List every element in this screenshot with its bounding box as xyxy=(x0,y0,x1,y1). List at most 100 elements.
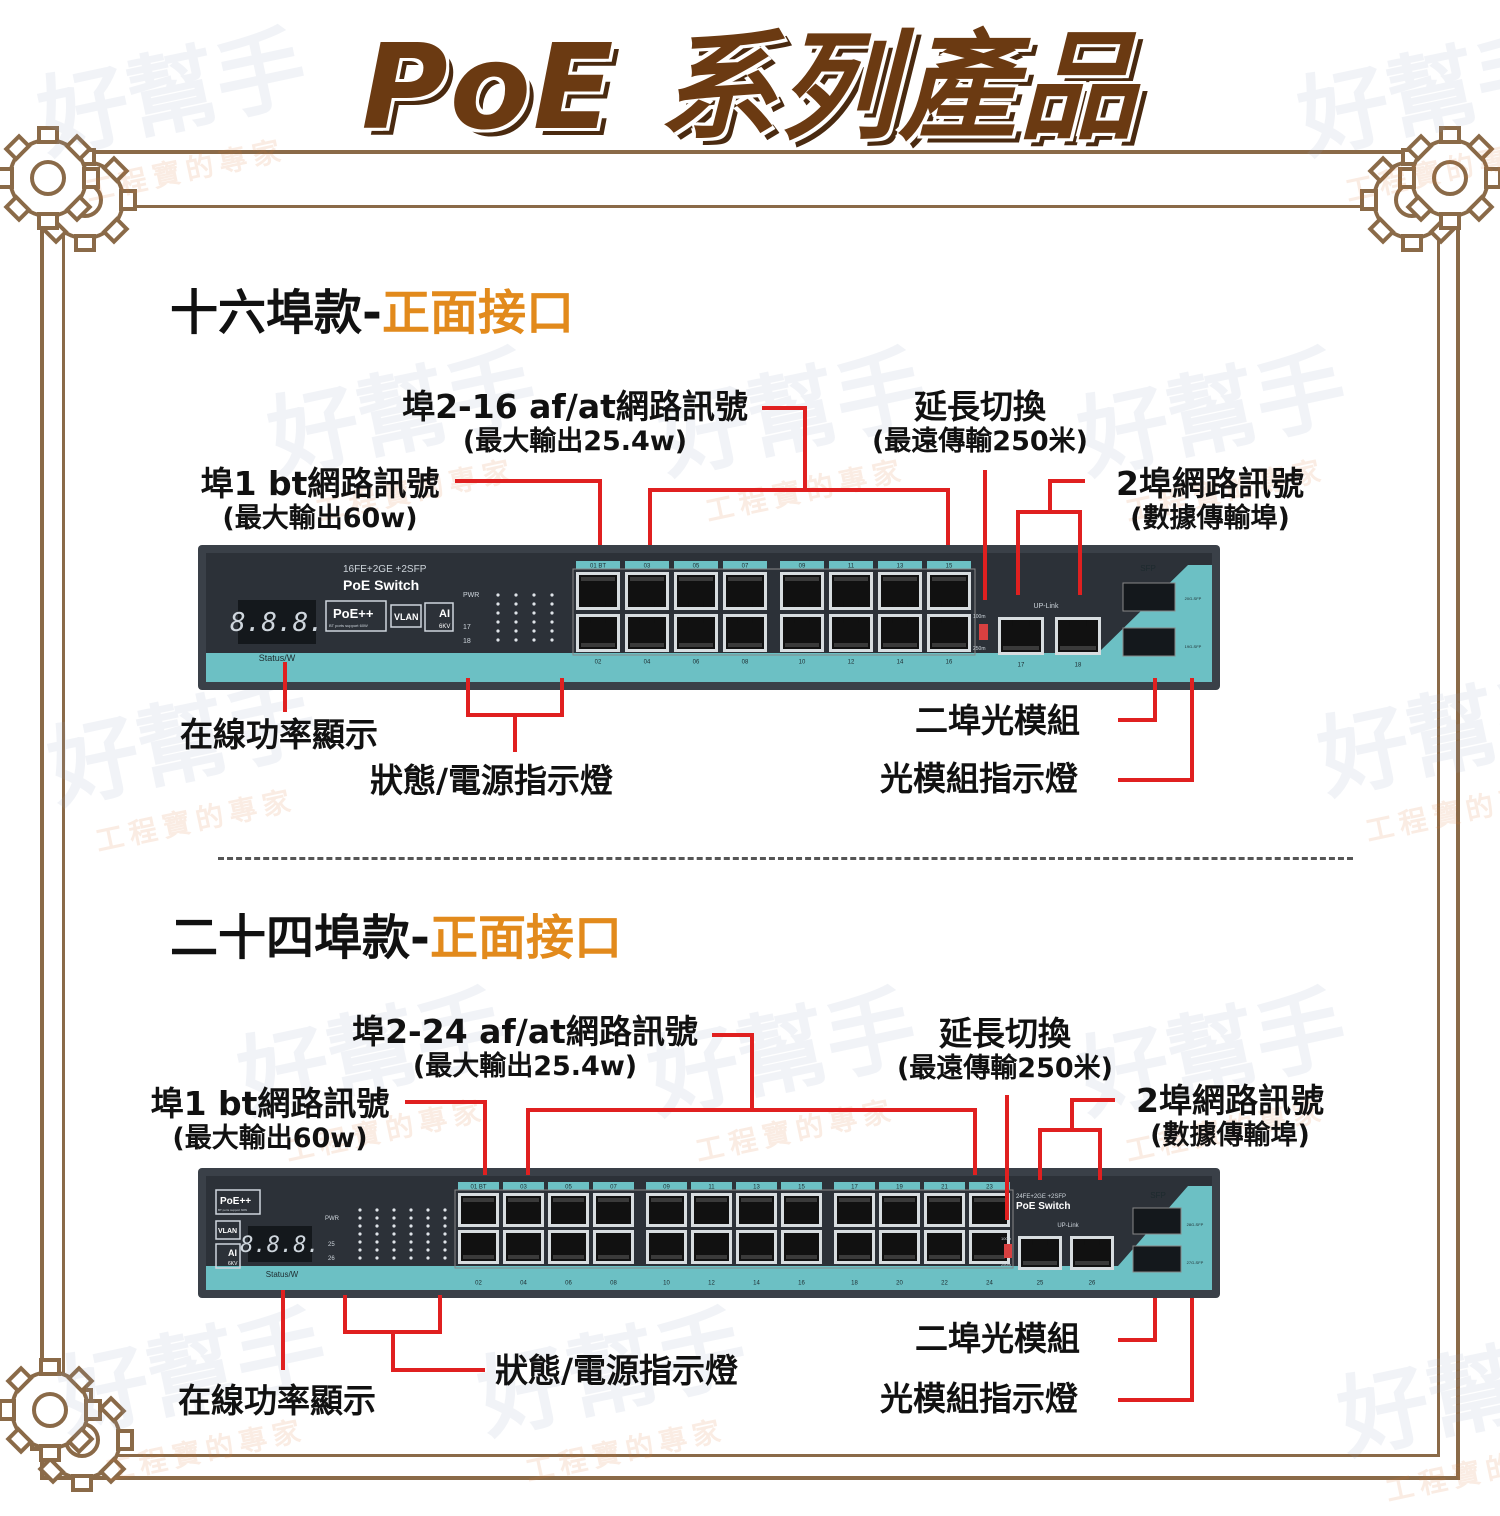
status-led xyxy=(496,629,500,633)
device-name: PoE Switch xyxy=(1016,1201,1070,1212)
rj45-port[interactable] xyxy=(736,1230,777,1264)
rj45-port[interactable] xyxy=(927,572,971,610)
port-label-bar xyxy=(646,1278,687,1286)
port-label-bar xyxy=(829,657,873,665)
rj45-port[interactable] xyxy=(548,1230,589,1264)
rj45-port[interactable] xyxy=(780,614,824,652)
status-led-grid xyxy=(358,1208,447,1260)
section-title-main: 二十四埠款- xyxy=(170,910,430,966)
port-label-bar xyxy=(625,561,669,569)
rj45-port[interactable] xyxy=(691,1193,732,1227)
rj45-port[interactable] xyxy=(625,572,669,610)
port-number: 07 xyxy=(610,1185,617,1191)
status-led xyxy=(443,1240,447,1244)
status-led xyxy=(358,1248,362,1252)
frame-right-inner xyxy=(1437,205,1440,1455)
rj45-port[interactable] xyxy=(924,1230,965,1264)
rj45-port[interactable] xyxy=(1018,1236,1062,1270)
sfp-port[interactable] xyxy=(1122,582,1176,612)
rj45-port[interactable] xyxy=(458,1230,499,1264)
status-led-grid xyxy=(496,593,554,642)
port-number: 07 xyxy=(742,564,749,570)
rj45-port[interactable] xyxy=(503,1230,544,1264)
port-label-bar xyxy=(691,1278,732,1286)
port-label-bar xyxy=(736,1182,777,1190)
port-label-bar xyxy=(1055,660,1101,668)
port-block-frame xyxy=(572,568,976,656)
rj45-port[interactable] xyxy=(927,614,971,652)
label-port1: 埠1 bt網路訊號 (最大輸出60w) xyxy=(190,465,450,534)
page-title: PoE 系列產品 xyxy=(361,18,1139,156)
port-number: 14 xyxy=(897,660,904,666)
port-number: 12 xyxy=(708,1281,715,1287)
rj45-port[interactable] xyxy=(646,1193,687,1227)
rj45-port[interactable] xyxy=(736,1193,777,1227)
rj45-port[interactable] xyxy=(834,1230,875,1264)
status-label: Status/W xyxy=(259,653,296,663)
sfp-port[interactable] xyxy=(1122,627,1176,657)
rj45-port[interactable] xyxy=(691,1230,732,1264)
rj45-port[interactable] xyxy=(723,614,767,652)
label-sfp-module: 二埠光模組 xyxy=(915,701,1080,740)
rj45-port[interactable] xyxy=(781,1193,822,1227)
port-label-bar xyxy=(879,1182,920,1190)
port-number: 23 xyxy=(986,1185,993,1191)
sfp-port[interactable] xyxy=(1132,1207,1182,1235)
rj45-port[interactable] xyxy=(576,614,620,652)
rj45-port[interactable] xyxy=(878,614,922,652)
rj45-port[interactable] xyxy=(878,572,922,610)
rj45-port[interactable] xyxy=(969,1230,1010,1264)
rj45-port[interactable] xyxy=(829,614,873,652)
rj45-port[interactable] xyxy=(723,572,767,610)
rj45-port[interactable] xyxy=(780,572,824,610)
status-led xyxy=(392,1224,396,1228)
rj45-port[interactable] xyxy=(646,1230,687,1264)
status-led xyxy=(358,1240,362,1244)
rj45-port[interactable] xyxy=(503,1193,544,1227)
rj45-port[interactable] xyxy=(674,614,718,652)
rj45-port[interactable] xyxy=(969,1193,1010,1227)
switch-bottom-label: 250m xyxy=(973,646,986,652)
rj45-port[interactable] xyxy=(998,617,1044,655)
rj45-port[interactable] xyxy=(1070,1236,1114,1270)
label-extend: 延長切換 (最遠傳輸250米) xyxy=(860,388,1100,457)
rj45-port[interactable] xyxy=(548,1193,589,1227)
rj45-port[interactable] xyxy=(879,1193,920,1227)
port-label-bar xyxy=(1018,1278,1062,1286)
port-label-bar xyxy=(780,561,824,569)
rj45-port[interactable] xyxy=(593,1193,634,1227)
sfp2-label: 19G-SFP xyxy=(1185,644,1202,649)
status-led xyxy=(496,593,500,597)
port-number: 13 xyxy=(897,564,904,570)
status-led xyxy=(443,1248,447,1252)
sfp-port[interactable] xyxy=(1132,1245,1182,1273)
port-number: 12 xyxy=(848,660,855,666)
status-led xyxy=(550,620,554,624)
port-number: 26 xyxy=(1089,1281,1096,1287)
rj45-port[interactable] xyxy=(576,572,620,610)
rj45-port[interactable] xyxy=(458,1193,499,1227)
rj45-port[interactable] xyxy=(924,1193,965,1227)
rj45-port[interactable] xyxy=(674,572,718,610)
extend-switch[interactable] xyxy=(1004,1244,1012,1258)
port-label-bar xyxy=(646,1182,687,1190)
poe-badge-sub: BT ports support 60W xyxy=(329,623,368,628)
port-label-bar xyxy=(691,1182,732,1190)
status-led xyxy=(426,1232,430,1236)
status-led xyxy=(375,1208,379,1212)
rj45-port[interactable] xyxy=(829,572,873,610)
extend-switch[interactable] xyxy=(979,624,988,640)
sfp2-label: 27G-SFP xyxy=(1187,1260,1204,1265)
rj45-port[interactable] xyxy=(625,614,669,652)
status-led xyxy=(514,602,518,606)
status-led xyxy=(426,1216,430,1220)
rj45-port[interactable] xyxy=(879,1230,920,1264)
status-led xyxy=(375,1232,379,1236)
rj45-port[interactable] xyxy=(834,1193,875,1227)
rj45-port[interactable] xyxy=(593,1230,634,1264)
led-17-label: 17 xyxy=(463,624,471,631)
port-label-bar xyxy=(924,1182,965,1190)
port-label-bar xyxy=(829,561,873,569)
rj45-port[interactable] xyxy=(1055,617,1101,655)
rj45-port[interactable] xyxy=(781,1230,822,1264)
